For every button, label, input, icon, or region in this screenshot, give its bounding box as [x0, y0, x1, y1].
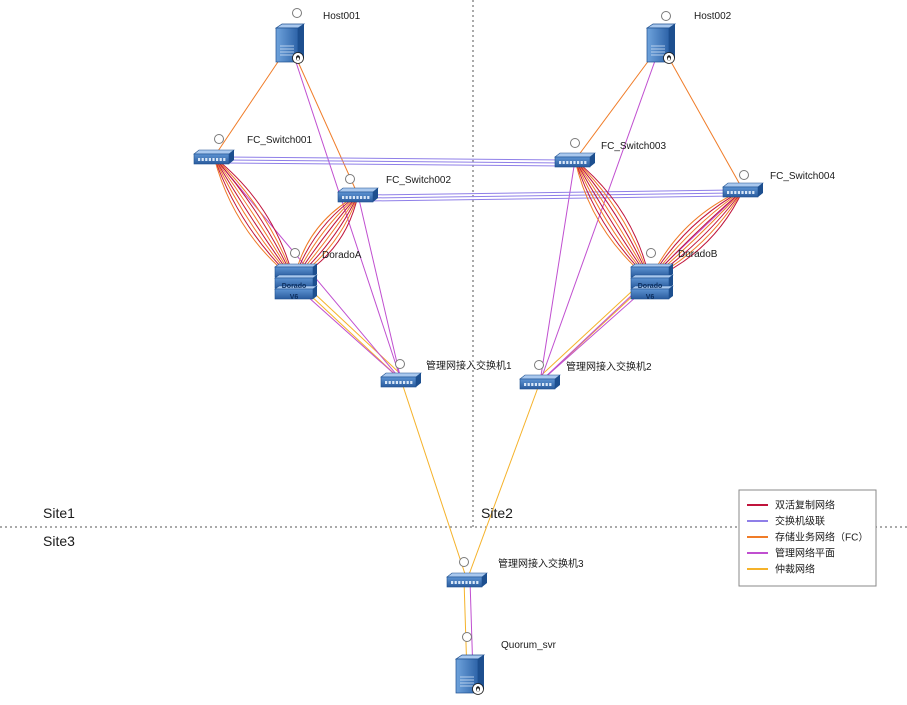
status-circle-icon: [292, 8, 302, 18]
storage-version-label: V6: [646, 294, 655, 301]
site3-label: Site3: [43, 533, 75, 549]
mgmt-switch3-label: 管理网接入交换机3: [498, 557, 584, 570]
network-switch-icon: [554, 152, 596, 168]
arbitration-link: [533, 279, 645, 383]
linux-server-icon: [454, 654, 486, 695]
replication-fan: [213, 156, 295, 281]
legend-label: 双活复制网络: [775, 499, 835, 512]
mgmt-link: [297, 287, 402, 381]
fc-link: [660, 43, 744, 191]
host002-label: Host002: [694, 11, 732, 22]
fc-switch002-label: FC_Switch002: [386, 175, 451, 186]
storage-brand-label: Dorado: [638, 283, 663, 290]
cascade-link: [223, 159, 566, 164]
network-switch-icon: [722, 182, 764, 198]
mgmt-link: [357, 194, 402, 381]
mgmt-link: [539, 43, 662, 383]
replication-fan: [213, 156, 295, 281]
legend-label: 交换机级联: [775, 515, 825, 528]
replication-fan: [574, 159, 651, 281]
fc-switch001-label: FC_Switch001: [247, 135, 312, 146]
status-circle-icon: [661, 11, 671, 21]
legend-label: 管理网络平面: [775, 547, 835, 560]
mgmt-switch2-label: 管理网接入交换机2: [566, 360, 652, 373]
storage-version-label: V6: [290, 294, 299, 301]
cascade-link: [223, 156, 566, 161]
network-switch-icon: [337, 187, 379, 203]
fc-switch004-label: FC_Switch004: [770, 171, 835, 182]
status-circle-icon: [290, 248, 300, 258]
legend-label: 存储业务网络（FC）: [775, 531, 868, 544]
cascade-link: [367, 195, 734, 202]
replication-fan: [213, 156, 295, 281]
replication-fan: [213, 156, 295, 281]
doradoB-label: DoradoB: [678, 249, 718, 260]
status-circle-icon: [214, 134, 224, 144]
fc-link: [213, 43, 291, 158]
status-circle-icon: [395, 359, 405, 369]
site1-label: Site1: [43, 505, 75, 521]
arbitration-link: [299, 279, 408, 381]
status-circle-icon: [534, 360, 544, 370]
connection-links: [213, 43, 744, 676]
site2-label: Site2: [481, 505, 513, 521]
network-switch-icon: [193, 149, 235, 165]
fc-switch003-label: FC_Switch003: [601, 141, 666, 152]
cascade-link: [367, 189, 734, 196]
mgmt-link: [539, 159, 576, 383]
cascade-link: [223, 162, 566, 167]
mgmt-link: [289, 43, 402, 381]
replication-fan: [213, 156, 295, 281]
replication-fan: [213, 156, 295, 281]
replication-fan: [213, 156, 295, 281]
status-circle-icon: [459, 557, 469, 567]
status-circle-icon: [646, 248, 656, 258]
status-circle-icon: [739, 170, 749, 180]
network-switch-icon: [519, 374, 561, 390]
linux-server-icon: [274, 23, 306, 64]
legend-label: 仲裁网络: [775, 563, 815, 576]
mgmt-switch1-label: 管理网接入交换机1: [426, 359, 512, 372]
network-switch-icon: [380, 372, 422, 388]
doradoA-label: DoradoA: [322, 250, 362, 261]
fc-link: [574, 43, 662, 161]
cascade-link: [367, 192, 734, 199]
fc-link: [289, 43, 359, 196]
linux-server-icon: [645, 23, 677, 64]
status-circle-icon: [462, 632, 472, 642]
arbitration-link: [400, 379, 468, 581]
arbitration-link: [466, 381, 541, 581]
storage-brand-label: Dorado: [282, 283, 307, 290]
status-circle-icon: [345, 174, 355, 184]
mgmt-link: [539, 287, 647, 383]
host001-label: Host001: [323, 11, 361, 22]
replication-fan: [213, 156, 295, 281]
network-switch-icon: [446, 572, 488, 588]
status-circle-icon: [570, 138, 580, 148]
quorum-svr-label: Quorum_svr: [501, 640, 557, 651]
